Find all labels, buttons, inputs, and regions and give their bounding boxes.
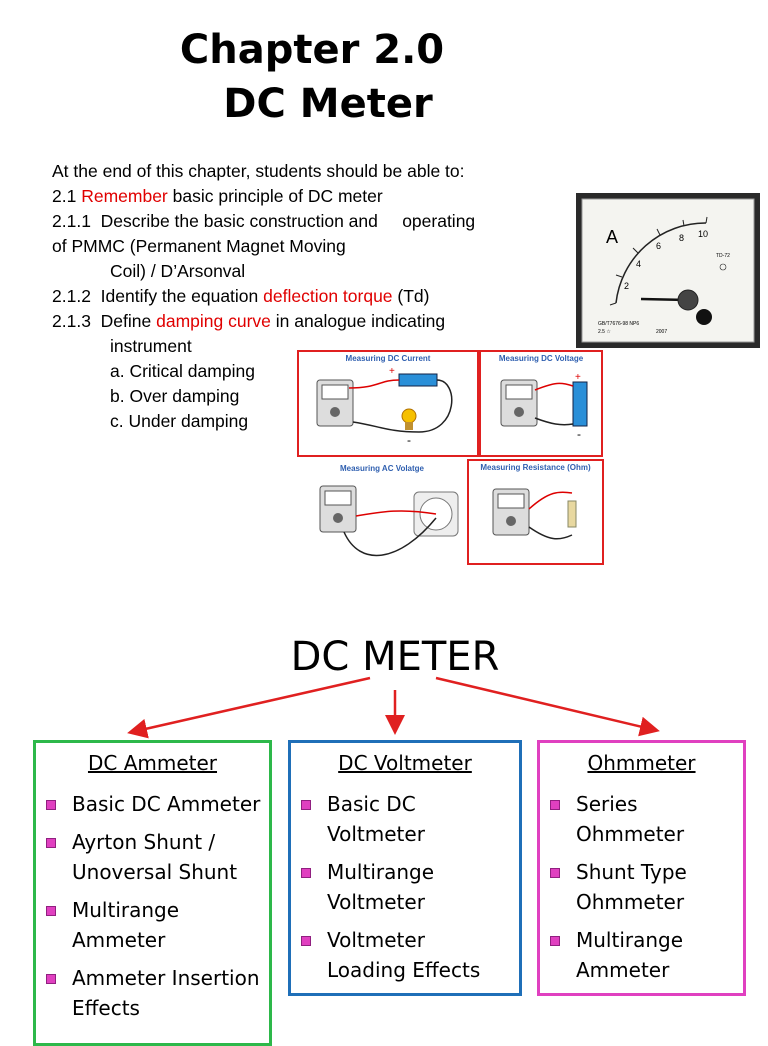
list-item-text: Series Ohmmeter	[576, 792, 685, 846]
damping-item-c: c. Under damping	[110, 411, 249, 431]
certification-mark-icon	[719, 263, 727, 271]
bullet-icon	[46, 800, 56, 810]
scale-tick-4: 4	[636, 259, 641, 269]
meter-class-label: 2.5 ☆	[598, 329, 611, 335]
ammeter-illustration: A 2 4 6 8 10 TD-72 GB/T7676-98 NP6 2.5 ☆…	[581, 198, 755, 343]
positive-terminal-label: +	[389, 366, 395, 377]
list-item-text: Multirange Ammeter	[72, 898, 180, 952]
dc-voltage-circuit-illustration: + -	[500, 372, 588, 441]
objective-2-1-2: 2.1.2 Identify the equation deflection t…	[52, 284, 572, 309]
list-item: Multirange Ammeter	[46, 895, 271, 955]
chapter-subtitle: DC Meter	[223, 81, 433, 127]
hierarchy-arrows	[127, 676, 660, 739]
list-item-text: Multirange Ammeter	[576, 928, 684, 982]
objective-keyword: damping curve	[156, 311, 271, 331]
box-ohmmeter-heading: Ohmmeter	[587, 751, 696, 775]
bullet-icon	[550, 868, 560, 878]
resistance-circuit-illustration	[492, 488, 577, 540]
ammeter-photo: A 2 4 6 8 10 TD-72 GB/T7676-98 NP6 2.5 ☆…	[576, 193, 760, 348]
panel-dc-current-label: Measuring DC Current	[345, 354, 431, 363]
arrow-to-ohmmeter	[435, 676, 660, 737]
negative-terminal-label: -	[577, 427, 581, 441]
objective-2-1-1-line2: of PMMC (Permanent Magnet Moving	[52, 236, 346, 256]
list-item-text: Multirange Voltmeter	[327, 860, 435, 914]
objective-2-1-1-line3: Coil) / D’Arsonval	[110, 261, 246, 281]
objective-number: 2.1.2 Identify the equation	[52, 286, 264, 306]
list-item-text: Ayrton Shunt / Unoversal Shunt	[72, 830, 238, 884]
bullet-icon	[550, 800, 560, 810]
objective-2-1-3: 2.1.3 Define damping curve in analogue i…	[52, 309, 572, 334]
list-item: Multirange Voltmeter	[301, 857, 501, 917]
box-dc-ammeter: DC Ammeter Basic DC Ammeter Ayrton Shunt…	[33, 740, 272, 1046]
objective-number: 2.1	[52, 186, 82, 206]
box-ohmmeter-list: Series Ohmmeter Shunt Type Ohmmeter Mult…	[540, 789, 725, 993]
scale-tick-2: 2	[624, 281, 629, 291]
list-item-text: Ammeter Insertion Effects	[72, 966, 260, 1020]
list-item: Voltmeter Loading Effects	[301, 925, 501, 985]
list-item: Basic DC Ammeter	[46, 789, 271, 819]
list-item: Ayrton Shunt / Unoversal Shunt	[46, 827, 271, 887]
chapter-title: Chapter 2.0	[179, 27, 445, 73]
objective-text: basic principle of DC meter	[167, 186, 383, 206]
panel-resistance: Measuring Resistance (Ohm)	[467, 459, 604, 565]
damping-item-b: b. Over damping	[110, 386, 240, 406]
meter-year-label: 2007	[656, 329, 667, 335]
bullet-icon	[301, 868, 311, 878]
bullet-icon	[550, 936, 560, 946]
box-dc-voltmeter: DC Voltmeter Basic DC Voltmeter Multiran…	[288, 740, 522, 996]
list-item: Basic DC Voltmeter	[301, 789, 501, 849]
objectives-intro: At the end of this chapter, students sho…	[52, 161, 465, 181]
objective-keyword: Remember	[81, 186, 168, 206]
list-item: Series Ohmmeter	[550, 789, 725, 849]
scale-tick-10: 10	[698, 229, 708, 239]
objective-text: in analogue indicating	[270, 311, 446, 331]
box-dc-ammeter-heading: DC Ammeter	[87, 751, 218, 775]
bullet-icon	[46, 974, 56, 984]
objective-2-1-3-line2: instrument	[110, 336, 192, 356]
box-dc-voltmeter-heading: DC Voltmeter	[338, 751, 472, 775]
box-dc-ammeter-list: Basic DC Ammeter Ayrton Shunt / Unoversa…	[36, 789, 271, 1031]
objective-2-1: 2.1 Remember basic principle of DC meter	[52, 184, 572, 209]
panel-ac-voltage: Measuring AC Volatge	[300, 458, 464, 568]
list-item: Ammeter Insertion Effects	[46, 963, 271, 1023]
panel-dc-current: Measuring DC Current + -	[297, 350, 479, 457]
box-dc-voltmeter-list: Basic DC Voltmeter Multirange Voltmeter …	[291, 789, 501, 993]
negative-terminal-label: -	[407, 433, 411, 447]
list-item: Multirange Ammeter	[550, 925, 725, 985]
bullet-icon	[46, 838, 56, 848]
meter-unit-label: A	[606, 227, 618, 247]
list-item-text: Basic DC Ammeter	[72, 792, 261, 816]
scale-tick-8: 8	[679, 233, 684, 243]
resistor-icon	[567, 500, 577, 528]
objective-text: (Td)	[392, 286, 430, 306]
panel-dc-voltage-label: Measuring DC Voltage	[498, 354, 584, 363]
objective-2-1-1-line1: 2.1.1 Describe the basic construction an…	[52, 211, 476, 231]
damping-item-a: a. Critical damping	[110, 361, 255, 381]
panel-resistance-label: Measuring Resistance (Ohm)	[480, 463, 591, 472]
list-item-text: Shunt Type Ohmmeter	[576, 860, 687, 914]
list-item-text: Basic DC Voltmeter	[327, 792, 425, 846]
objectives: At the end of this chapter, students sho…	[52, 159, 572, 434]
ac-voltage-circuit-illustration	[319, 485, 459, 557]
dc-current-circuit-illustration: + -	[316, 366, 453, 447]
dc-meter-title: DC METER	[290, 634, 500, 680]
arrow-to-ammeter	[127, 676, 371, 739]
objective-number: 2.1.3 Define	[52, 311, 157, 331]
meter-model-label: TD-72	[716, 253, 730, 259]
positive-terminal-label: +	[575, 372, 581, 383]
panel-ac-voltage-label: Measuring AC Volatge	[339, 464, 424, 473]
box-ohmmeter: Ohmmeter Series Ohmmeter Shunt Type Ohmm…	[537, 740, 746, 996]
list-item-text: Voltmeter Loading Effects	[327, 928, 481, 982]
bullet-icon	[46, 906, 56, 916]
meter-spec-label: GB/T7676-98 NP6	[598, 321, 639, 327]
bullet-icon	[301, 800, 311, 810]
list-item: Shunt Type Ohmmeter	[550, 857, 725, 917]
panel-dc-voltage: Measuring DC Voltage + -	[479, 350, 603, 457]
bullet-icon	[301, 936, 311, 946]
objective-keyword: deflection torque	[263, 286, 393, 306]
scale-tick-6: 6	[656, 241, 661, 251]
